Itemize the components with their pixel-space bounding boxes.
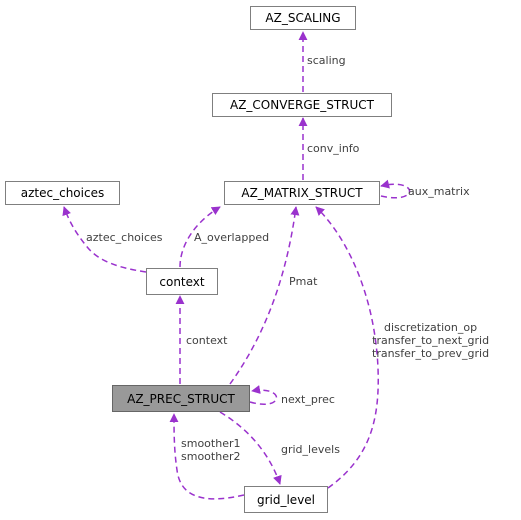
- edge-label-pmat: Pmat: [289, 275, 317, 288]
- label-scaling: scaling: [307, 54, 346, 67]
- label-grid-levels: grid_levels: [281, 443, 340, 456]
- node-az-converge-struct[interactable]: AZ_CONVERGE_STRUCT: [212, 93, 392, 117]
- edge-label-smoothers: smoother1 smoother2: [181, 437, 240, 463]
- edge-label-aztec-choices: aztec_choices: [86, 231, 163, 244]
- label-smoother2: smoother2: [181, 450, 241, 463]
- edge-aztec-choices: [62, 206, 147, 273]
- edge-label-a-overlapped: A_overlapped: [194, 231, 269, 244]
- node-az-prec-struct[interactable]: AZ_PREC_STRUCT: [112, 385, 250, 412]
- label-pmat: Pmat: [289, 275, 318, 288]
- edge-grid-levels: [219, 411, 282, 485]
- label-context: context: [186, 334, 228, 347]
- label-transfer-to-next-grid: transfer_to_next_grid: [372, 334, 490, 347]
- label-smoother1: smoother1: [181, 437, 241, 450]
- edge-smoothers: [169, 413, 245, 500]
- edge-pmat: [229, 206, 300, 385]
- node-context[interactable]: context: [146, 268, 218, 295]
- edge-next-prec: [249, 385, 278, 405]
- node-az-scaling[interactable]: AZ_SCALING: [250, 6, 356, 30]
- edge-label-context: context: [186, 334, 227, 347]
- node-grid-level[interactable]: grid_level: [244, 486, 328, 513]
- label-aztec-choices: aztec_choices: [86, 231, 163, 244]
- edge-label-conv-info: conv_info: [307, 142, 359, 155]
- edge-label-discretization: discretization_op transfer_to_next_grid …: [372, 321, 489, 360]
- node-az-matrix-struct[interactable]: AZ_MATRIX_STRUCT: [224, 181, 380, 205]
- edge-label-next-prec: next_prec: [281, 393, 335, 406]
- label-conv-info: conv_info: [307, 142, 360, 155]
- edge-label-aux-matrix: aux_matrix: [408, 185, 470, 198]
- label-next-prec: next_prec: [281, 393, 335, 406]
- label-aux-matrix: aux_matrix: [408, 185, 470, 198]
- label-transfer-to-prev-grid: transfer_to_prev_grid: [372, 347, 490, 360]
- label-a-overlapped: A_overlapped: [194, 231, 270, 244]
- node-aztec-choices[interactable]: aztec_choices: [5, 181, 120, 205]
- edge-aux-matrix: [380, 179, 411, 199]
- label-discretization-op: discretization_op: [384, 321, 478, 334]
- edge-a-overlapped: [179, 206, 221, 268]
- edge-label-grid-levels: grid_levels: [281, 443, 340, 456]
- edge-label-scaling: scaling: [307, 54, 346, 67]
